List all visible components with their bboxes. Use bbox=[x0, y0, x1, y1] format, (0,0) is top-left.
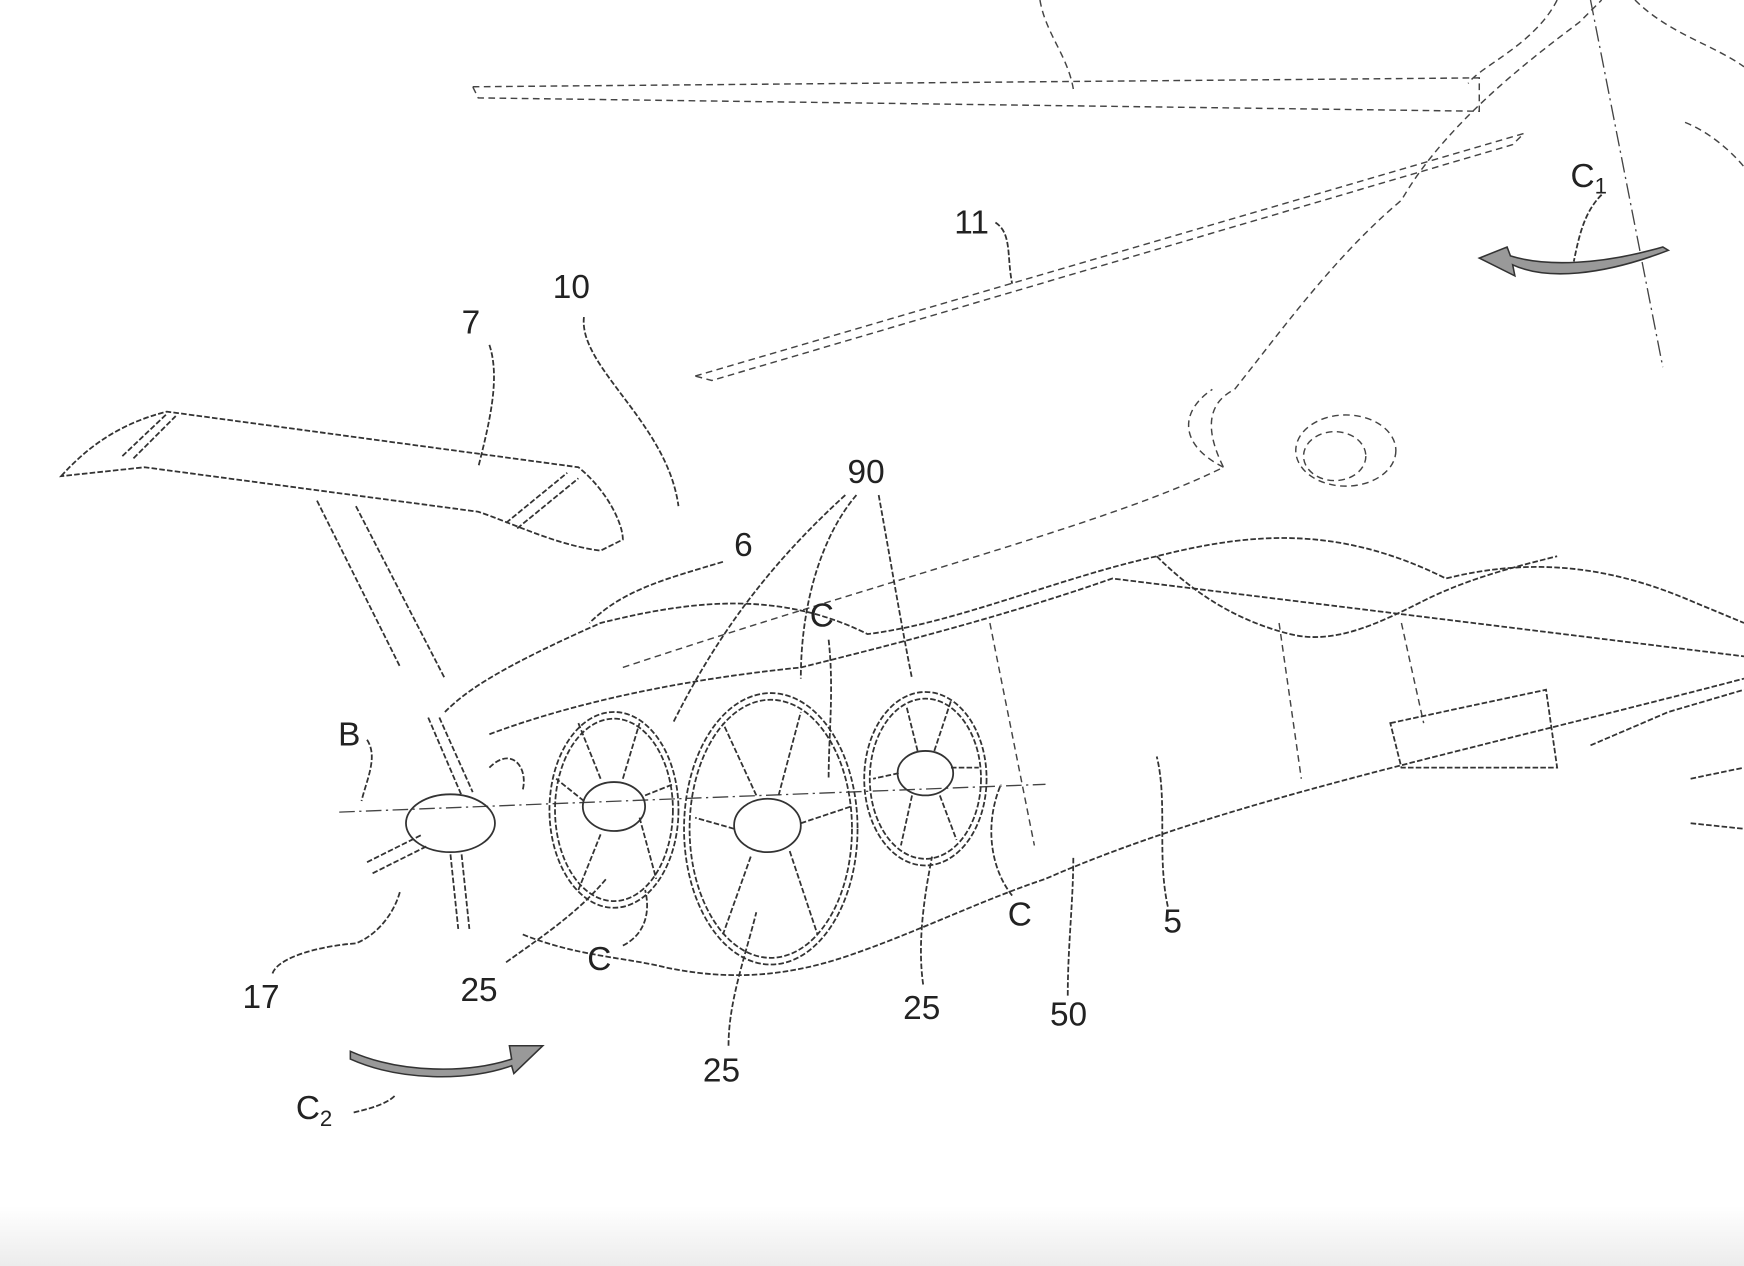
label-c-top: C bbox=[810, 597, 834, 634]
label-25-left: 25 bbox=[460, 972, 497, 1009]
ducted-fan-middle bbox=[683, 692, 859, 966]
label-11: 11 bbox=[954, 205, 989, 242]
label-c2-subscript: 2 bbox=[320, 1106, 332, 1131]
label-6: 6 bbox=[734, 527, 753, 564]
label-25-middle: 25 bbox=[703, 1052, 740, 1089]
label-17: 17 bbox=[242, 979, 279, 1016]
label-50: 50 bbox=[1050, 997, 1087, 1034]
label-c1-subscript: 1 bbox=[1595, 174, 1607, 199]
label-c1-letter: C bbox=[1570, 158, 1594, 195]
ducted-fan-right bbox=[863, 691, 988, 867]
label-c2: C2 bbox=[296, 1090, 332, 1131]
label-c2-letter: C bbox=[296, 1090, 320, 1127]
label-c1: C1 bbox=[1570, 158, 1606, 199]
label-c-right: C bbox=[1008, 897, 1032, 934]
label-5: 5 bbox=[1163, 903, 1182, 940]
main-rotor-blades bbox=[471, 0, 1558, 382]
label-b: B bbox=[338, 716, 360, 753]
tail-propeller bbox=[366, 717, 525, 930]
rotation-arrow-c2 bbox=[349, 1044, 545, 1078]
bottom-fade bbox=[0, 1206, 1744, 1266]
label-25-right: 25 bbox=[903, 990, 940, 1027]
ducted-fan-left bbox=[548, 711, 680, 909]
rotation-arrow-c1 bbox=[1477, 245, 1671, 278]
tail-fin bbox=[58, 410, 624, 680]
fuselage-outline bbox=[622, 0, 1744, 669]
label-c-left: C bbox=[587, 941, 611, 978]
label-90: 90 bbox=[848, 454, 885, 491]
reference-labels: 7 10 11 C1 90 6 C B C C 5 50 25 25 25 17… bbox=[242, 158, 1606, 1131]
leader-lines bbox=[271, 194, 1603, 1114]
label-7: 7 bbox=[462, 305, 481, 342]
label-10: 10 bbox=[553, 269, 590, 306]
tail-boom bbox=[339, 537, 1744, 977]
